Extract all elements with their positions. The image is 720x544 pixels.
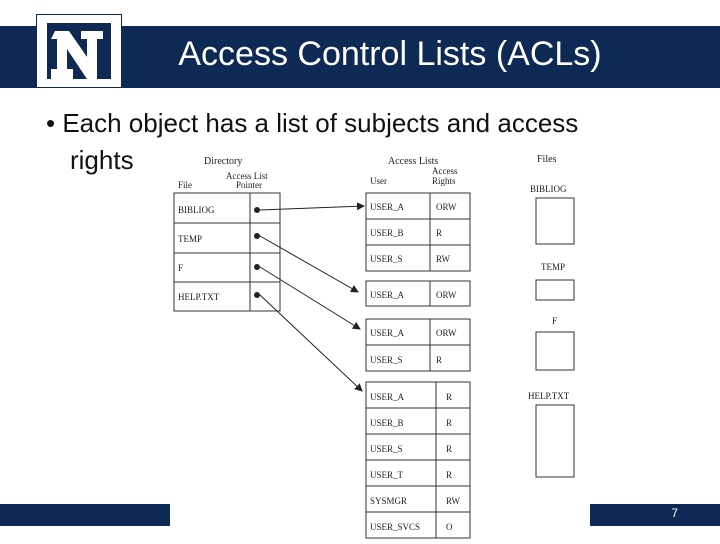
acl-rights: R <box>436 228 442 238</box>
directory-entry: TEMP <box>178 234 202 244</box>
file-label: TEMP <box>541 262 565 272</box>
header-user: User <box>370 176 387 186</box>
acl-user: USER_S <box>370 355 403 365</box>
acl-diagram: Directory Access Lists Files File Access… <box>170 150 590 540</box>
acl-rights: ORW <box>436 202 457 212</box>
directory-entry: BIBLIOG <box>178 205 215 215</box>
university-n-logo-icon <box>47 23 111 79</box>
acl-rights: ORW <box>436 328 457 338</box>
acl-user: USER_A <box>370 202 405 212</box>
files-column: BIBLIOG TEMP F HELP.TXT <box>528 184 575 478</box>
acl-rights: R <box>446 444 452 454</box>
bullet-text-line1: • Each object has a list of subjects and… <box>46 108 579 138</box>
acl-rights: RW <box>436 254 451 264</box>
page-number: 7 <box>671 506 678 520</box>
university-logo <box>36 14 122 88</box>
header-access-list-pointer-1: Access List <box>226 171 268 181</box>
header-access-lists: Access Lists <box>388 156 438 167</box>
acl-list-bibliog: USER_A ORW USER_B R USER_S RW <box>365 192 471 272</box>
acl-rights: ORW <box>436 290 457 300</box>
pointer-arrow <box>259 235 359 293</box>
pointer-arrow <box>259 202 365 211</box>
header-access-list-pointer-2: Pointer <box>236 180 262 190</box>
acl-user: USER_A <box>370 328 405 338</box>
acl-user: USER_T <box>370 470 404 480</box>
acl-user: USER_B <box>370 418 404 428</box>
pointer-arrow <box>259 294 363 392</box>
acl-rights: R <box>446 470 452 480</box>
header-files: Files <box>537 154 557 165</box>
directory-entry: HELP.TXT <box>178 292 220 302</box>
acl-user: USER_A <box>370 392 405 402</box>
file-label: HELP.TXT <box>528 391 570 401</box>
acl-user: USER_S <box>370 444 403 454</box>
directory-entry: F <box>178 263 183 273</box>
acl-user: USER_B <box>370 228 404 238</box>
file-box <box>535 331 575 371</box>
pointer-dot <box>254 207 260 213</box>
header-access-rights-1: Access <box>432 166 458 176</box>
header-access-rights-2: Rights <box>432 176 456 186</box>
file-label: BIBLIOG <box>530 184 567 194</box>
file-label: F <box>552 316 557 326</box>
file-box <box>535 404 575 478</box>
bullet-text-line2: rights <box>70 145 134 175</box>
pointer-arrow <box>259 266 361 330</box>
acl-rights: R <box>436 355 442 365</box>
acl-rights: R <box>446 418 452 428</box>
header-directory: Directory <box>204 156 242 167</box>
slide-title: Access Control Lists (ACLs) <box>178 35 602 73</box>
pointer-dot <box>254 233 260 239</box>
header-file: File <box>178 180 192 190</box>
acl-user: USER_A <box>370 290 405 300</box>
acl-list-temp: USER_A ORW <box>365 280 471 307</box>
acl-user: USER_SVCS <box>370 522 420 532</box>
file-box <box>535 197 575 245</box>
acl-rights: R <box>446 392 452 402</box>
pointer-dot <box>254 292 260 298</box>
acl-rights: RW <box>446 496 461 506</box>
pointer-arrows <box>259 202 365 392</box>
acl-list-help: USER_A R USER_B R USER_S R USER_T R SYSM… <box>365 381 471 539</box>
directory-table: BIBLIOG TEMP F HELP.TXT <box>173 192 281 312</box>
acl-list-f: USER_A ORW USER_S R <box>365 318 471 372</box>
acl-rights: O <box>446 522 453 532</box>
acl-user: USER_S <box>370 254 403 264</box>
file-box <box>535 279 575 301</box>
acl-user: SYSMGR <box>370 496 407 506</box>
acl-diagram-svg: Directory Access Lists Files File Access… <box>173 154 575 539</box>
pointer-dot <box>254 264 260 270</box>
